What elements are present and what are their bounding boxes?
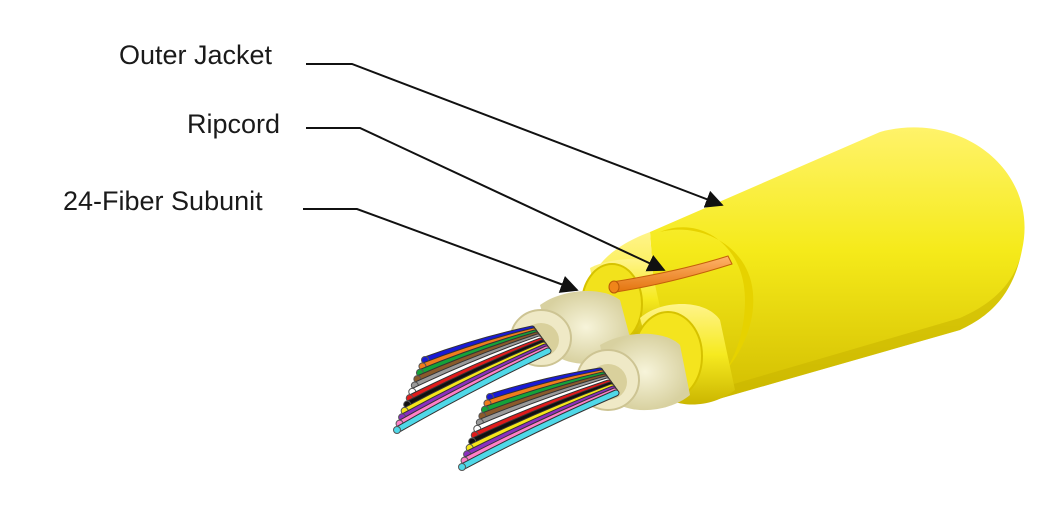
label-outer-jacket: Outer Jacket: [119, 40, 273, 70]
fiber-end: [458, 463, 466, 471]
fiber: [394, 348, 551, 433]
fiber-end: [393, 426, 401, 434]
label-24-fiber-subunit: 24-Fiber Subunit: [63, 186, 263, 216]
label-ripcord: Ripcord: [187, 109, 281, 139]
leader-line-ripcord: [306, 127, 666, 272]
ripcord: [608, 255, 733, 294]
leader-lines: [303, 63, 724, 293]
leader-line-subunit: [303, 208, 579, 293]
fiber: [459, 390, 619, 470]
fiber-bundle-upper: [393, 325, 552, 434]
leader-line-outer-jacket: [306, 63, 724, 208]
fiber-bundle-lower: [458, 367, 620, 471]
